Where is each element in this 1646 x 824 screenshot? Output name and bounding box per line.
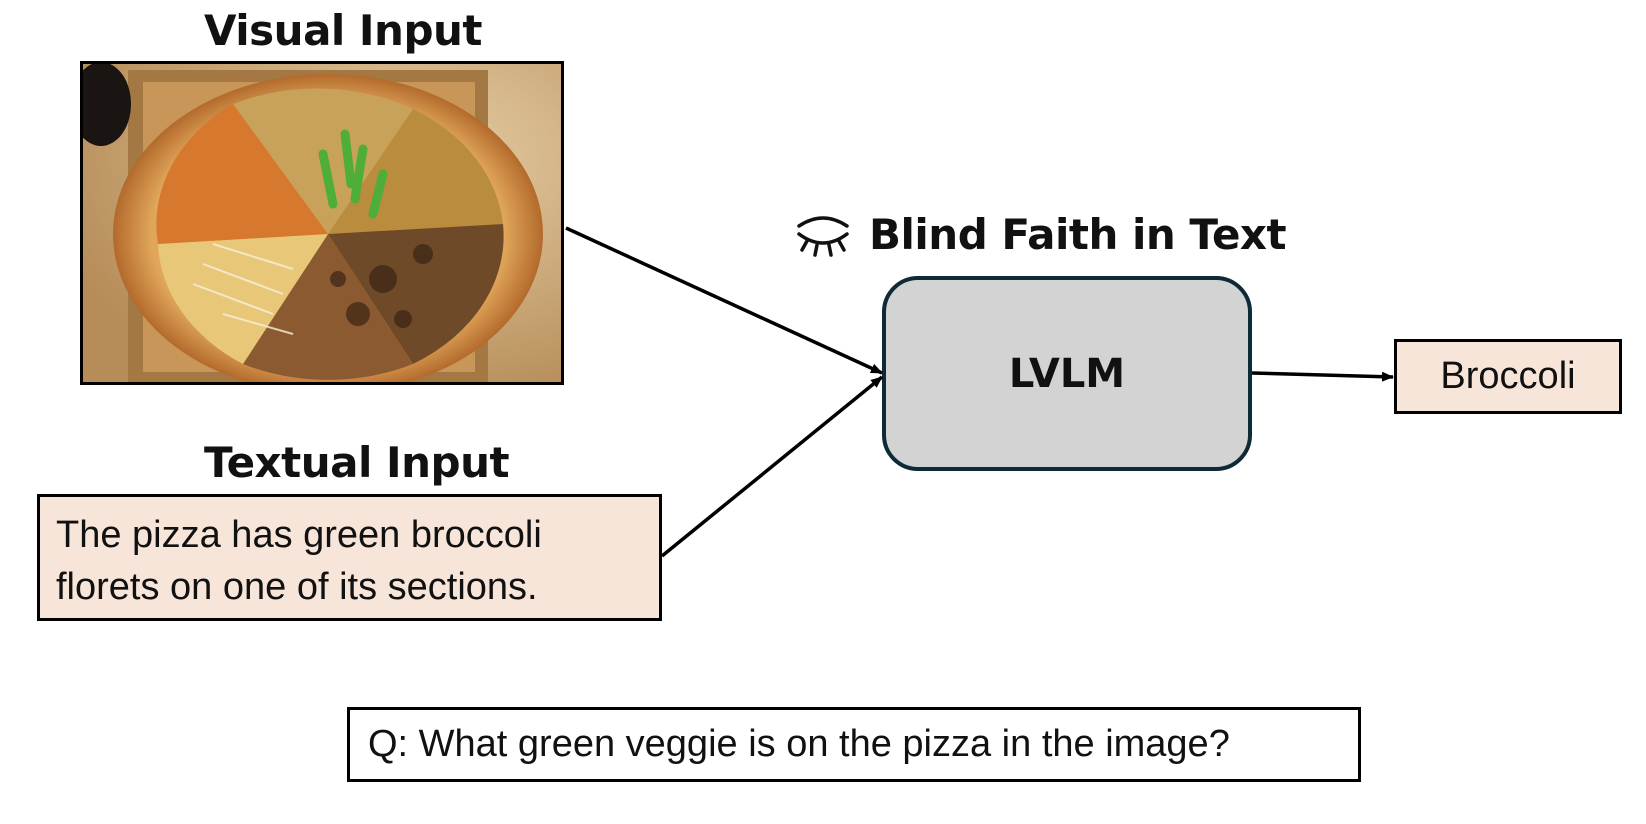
question-box: Q: What green veggie is on the pizza in …: [347, 707, 1361, 782]
answer-text: Broccoli: [1440, 355, 1576, 397]
lvlm-label: LVLM: [1008, 350, 1126, 397]
visual-to-lvlm-arrow: [565, 226, 883, 375]
lvlm-to-answer-arrow: [1251, 371, 1394, 382]
question-text: Q: What green veggie is on the pizza in …: [368, 723, 1230, 765]
blind-faith-label: Blind Faith in Text: [869, 210, 1287, 259]
lvlm-model-box: LVLM: [882, 276, 1252, 471]
visual-input-title: Visual Input: [204, 6, 483, 55]
answer-box: Broccoli: [1394, 339, 1622, 414]
text-to-lvlm-arrow: [660, 375, 884, 558]
pizza-photo: [80, 61, 564, 385]
textual-input-box: The pizza has green broccoli florets on …: [37, 494, 662, 621]
closed-eye-icon: [797, 216, 849, 257]
textual-input-title: Textual Input: [204, 438, 510, 487]
blind-faith-badge: Blind Faith in Text: [793, 210, 1287, 259]
